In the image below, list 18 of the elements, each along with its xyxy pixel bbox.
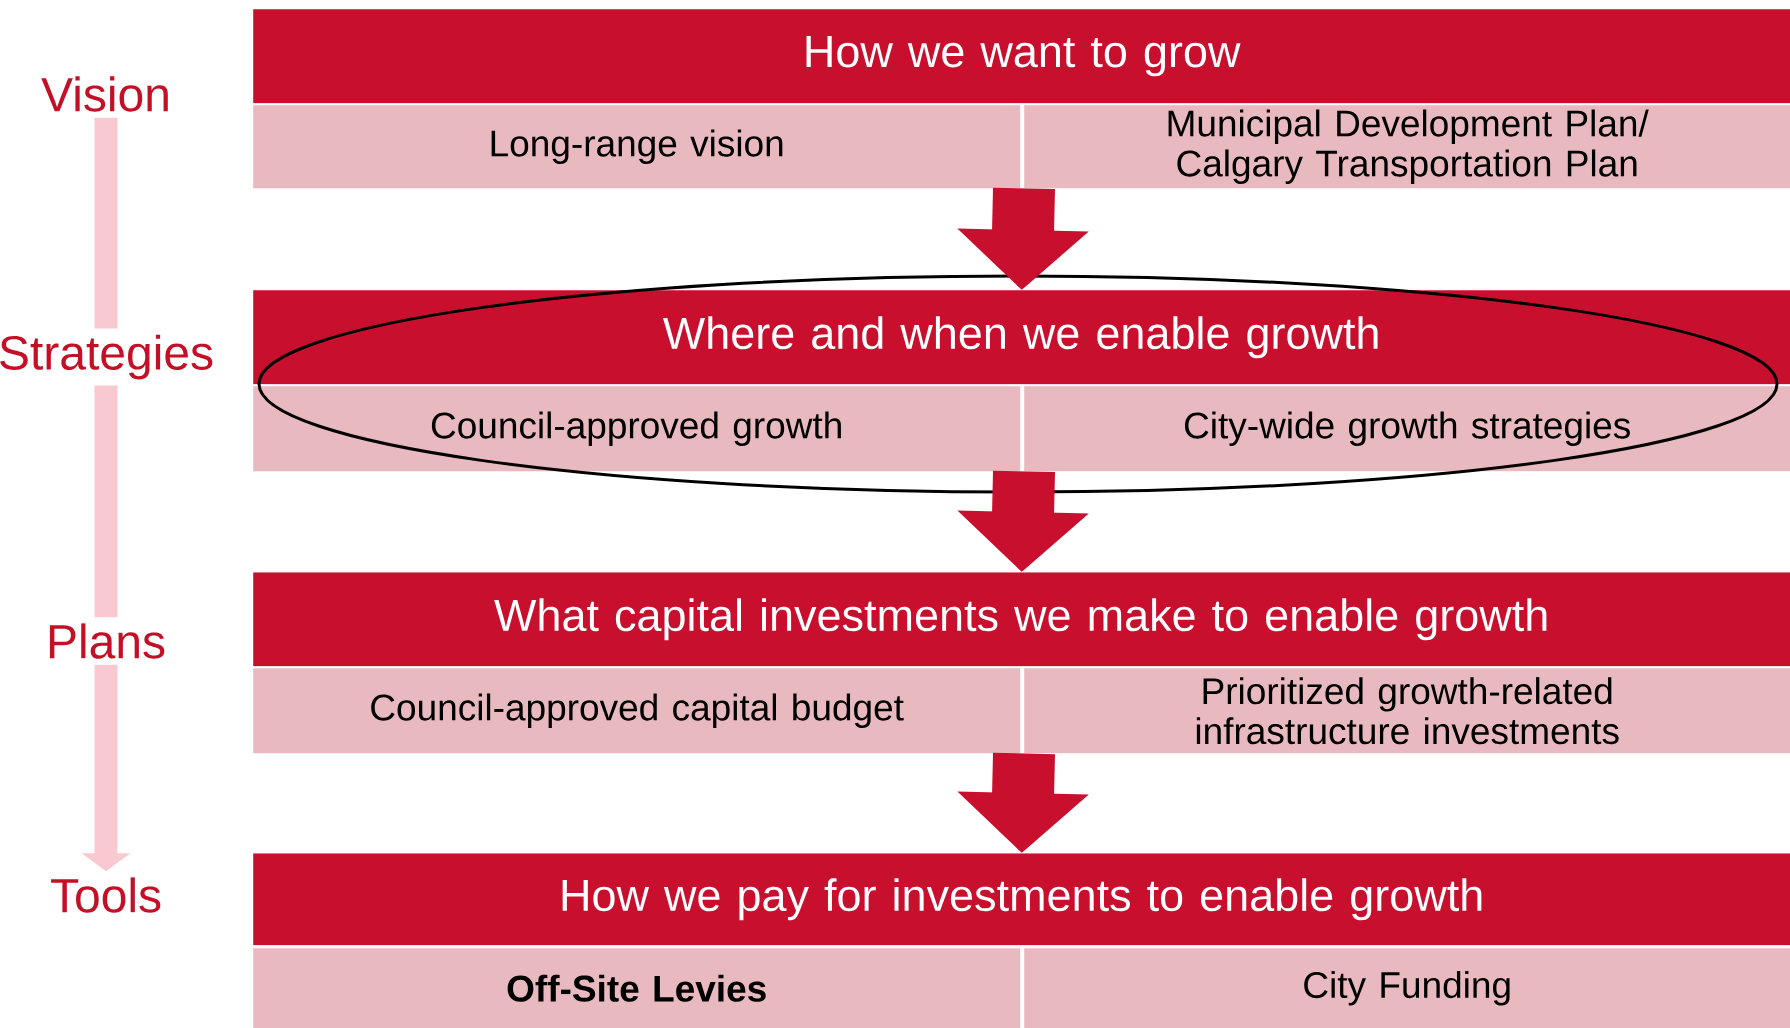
- table-cell: Council-approved growth: [253, 386, 1021, 472]
- stage-header: How we want to grow: [253, 9, 1790, 104]
- table-cell: City Funding: [1024, 948, 1790, 1028]
- stage-label: Strategies: [0, 334, 213, 380]
- stage-header: What capital investments we make to enable growth: [253, 572, 1790, 667]
- table-cell: Municipal Development Plan/ Calgary Transportation Plan: [1024, 105, 1790, 189]
- timeline-bar: [94, 117, 118, 329]
- stage-label: Plans: [49, 623, 165, 659]
- stage-label: Tools: [51, 877, 161, 913]
- table-cell: Long-range vision: [253, 105, 1021, 189]
- stage-header: Where and when we enable growth: [253, 290, 1790, 385]
- table-cell: Prioritized growth-related infrastructure investments: [1024, 668, 1790, 754]
- stage-header: How we pay for investments to enable growth: [253, 853, 1790, 946]
- timeline-bar: [94, 385, 118, 618]
- table-cell: Off-Site Levies: [253, 948, 1021, 1028]
- table-cell: City-wide growth strategies: [1024, 386, 1790, 472]
- stage-label: Vision: [41, 76, 168, 112]
- table-cell: Council-approved capital budget: [253, 668, 1021, 754]
